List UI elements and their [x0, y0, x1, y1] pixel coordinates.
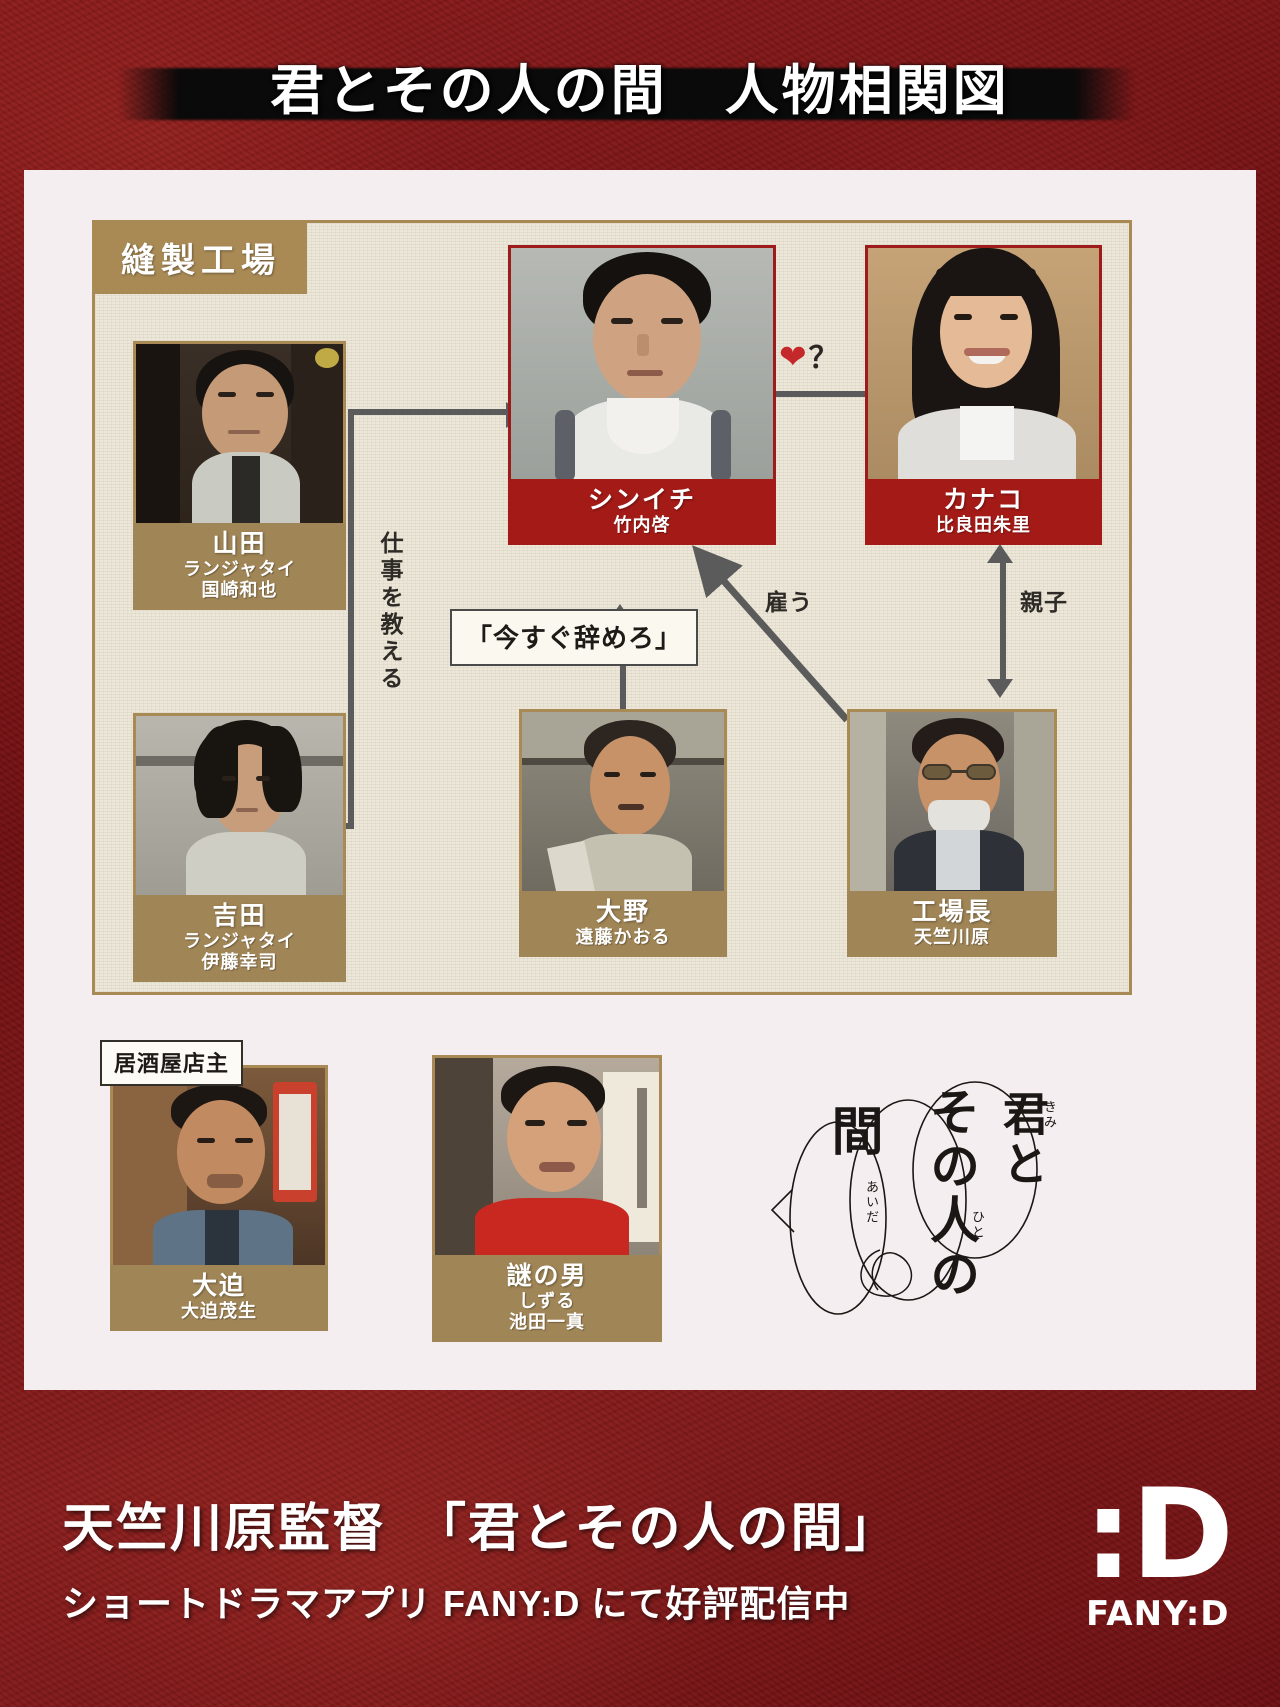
factory-group: 縫製工場 仕事を教える ❤？ 「今すぐ辞めろ」 雇う — [92, 220, 1132, 995]
portrait-ono — [522, 712, 724, 891]
portrait-nazo — [435, 1058, 659, 1255]
factory-group-label: 縫製工場 — [95, 223, 307, 294]
footer-text-block: 天竺川原監督 「君とその人の間」 ショートドラマアプリ FANY:D にて好評配… — [62, 1486, 898, 1627]
character-caption-shinichi: シンイチ 竹内啓 — [508, 479, 776, 545]
character-name-kojocho: 工場長 — [911, 898, 993, 926]
connector-yamada-top — [348, 409, 508, 415]
relation-label-teach: 仕事を教える — [377, 531, 403, 693]
logo-text-mid: その人の — [922, 1086, 981, 1302]
character-name-osako: 大迫 — [191, 1272, 246, 1300]
connector-kanako-shinichi — [775, 391, 879, 397]
footer-subtitle-line: ショートドラマアプリ FANY:D にて好評配信中 — [62, 1583, 851, 1624]
title-area: 君とその人の間 人物相関図 — [0, 0, 1280, 170]
connector-trunk-vertical — [348, 409, 354, 829]
logo-circles-icon — [770, 1081, 1038, 1315]
question-mark: ？ — [808, 342, 841, 375]
character-photo-osako — [110, 1065, 328, 1265]
character-card-yamada[interactable]: 山田 ランジャタイ 国崎和也 — [133, 341, 346, 610]
connector-parentchild — [1000, 563, 1006, 679]
character-card-osako[interactable]: 大迫 大迫茂生 — [110, 1065, 328, 1331]
portrait-shinichi — [511, 248, 773, 479]
logo-furigana-aida: あいだ — [863, 1180, 878, 1225]
relation-label-parentchild: 親子 — [1020, 589, 1068, 615]
character-caption-ono: 大野 遠藤かおる — [519, 891, 727, 957]
character-card-kanako[interactable]: カナコ 比良田朱里 — [865, 245, 1102, 545]
character-card-kojocho[interactable]: 工場長 天竺川原 — [847, 709, 1057, 957]
character-group-yamada: ランジャタイ — [182, 559, 297, 579]
tag-izakaya-owner: 居酒屋店主 — [100, 1040, 244, 1086]
character-name-nazo: 謎の男 — [506, 1262, 588, 1290]
character-group-yoshida: ランジャタイ — [182, 931, 297, 951]
footer: 天竺川原監督 「君とその人の間」 ショートドラマアプリ FANY:D にて好評配… — [0, 1390, 1280, 1707]
fanyd-smiley-icon: :D — [1083, 1463, 1234, 1607]
relation-label-hire: 雇う — [765, 589, 813, 615]
title-band — [118, 68, 1136, 120]
character-caption-kanako: カナコ 比良田朱里 — [865, 479, 1102, 545]
logo-furigana-hito: ひと — [969, 1210, 984, 1240]
character-actor-osako: 大迫茂生 — [181, 1301, 257, 1321]
character-actor-shinichi: 竹内啓 — [613, 515, 671, 535]
character-card-yoshida[interactable]: 吉田 ランジャタイ 伊藤幸司 — [133, 713, 346, 982]
character-photo-ono — [519, 709, 727, 891]
character-name-yoshida: 吉田 — [212, 902, 267, 930]
character-actor-nazo: 池田一真 — [509, 1311, 585, 1332]
fanyd-logo[interactable]: :D FANY:D — [1083, 1463, 1234, 1635]
character-actor-ono: 遠藤かおる — [575, 927, 671, 947]
character-card-nazo[interactable]: 謎の男 しずる 池田一真 — [432, 1055, 662, 1342]
character-caption-nazo: 謎の男 しずる 池田一真 — [432, 1255, 662, 1342]
connector-ono-shinichi — [620, 623, 626, 709]
character-actor-kojocho: 天竺川原 — [914, 927, 990, 947]
logo-text-left: 間 — [822, 1104, 883, 1160]
romance-marker: ❤？ — [779, 333, 841, 377]
relation-quote-box: 「今すぐ辞めろ」 — [450, 609, 699, 666]
character-card-shinichi[interactable]: シンイチ 竹内啓 — [508, 245, 776, 545]
character-caption-kojocho: 工場長 天竺川原 — [847, 891, 1057, 957]
logo-text-right: 君と — [996, 1090, 1050, 1190]
portrait-yamada — [136, 344, 343, 523]
portrait-yoshida — [136, 716, 343, 895]
character-photo-yoshida — [133, 713, 346, 895]
character-actor-kanako: 比良田朱里 — [936, 515, 1031, 535]
character-photo-kojocho — [847, 709, 1057, 891]
character-photo-yamada — [133, 341, 346, 523]
character-group-nazo: しずる — [518, 1291, 576, 1311]
arrowhead-parentchild-down — [987, 679, 1013, 698]
character-name-yamada: 山田 — [212, 530, 267, 558]
series-logo: 君と その人の 間 きみ ひと あいだ — [760, 1050, 1060, 1350]
character-name-shinichi: シンイチ — [587, 486, 696, 514]
character-actor-yoshida: 伊藤幸司 — [201, 951, 278, 972]
character-photo-nazo — [432, 1055, 662, 1255]
footer-title-line: 天竺川原監督 「君とその人の間」 — [62, 1498, 899, 1559]
character-actor-yamada: 国崎和也 — [201, 579, 278, 600]
character-caption-yamada: 山田 ランジャタイ 国崎和也 — [133, 523, 346, 610]
fanyd-wordmark: FANY:D — [1085, 1594, 1230, 1635]
page-title: 君とその人の間 人物相関図 — [270, 57, 1010, 122]
character-caption-osako: 大迫 大迫茂生 — [110, 1265, 328, 1331]
character-name-ono: 大野 — [595, 898, 650, 926]
character-photo-shinichi — [508, 245, 776, 479]
portrait-kojocho — [850, 712, 1054, 891]
character-caption-yoshida: 吉田 ランジャタイ 伊藤幸司 — [133, 895, 346, 982]
character-photo-kanako — [865, 245, 1102, 479]
portrait-osako — [113, 1068, 325, 1265]
logo-furigana-kimi: きみ — [1041, 1100, 1056, 1130]
heart-icon: ❤ — [779, 338, 809, 375]
portrait-kanako — [868, 248, 1099, 479]
arrowhead-parentchild-up — [987, 544, 1013, 563]
character-card-ono[interactable]: 大野 遠藤かおる — [519, 709, 727, 957]
character-name-kanako: カナコ — [942, 486, 1024, 514]
